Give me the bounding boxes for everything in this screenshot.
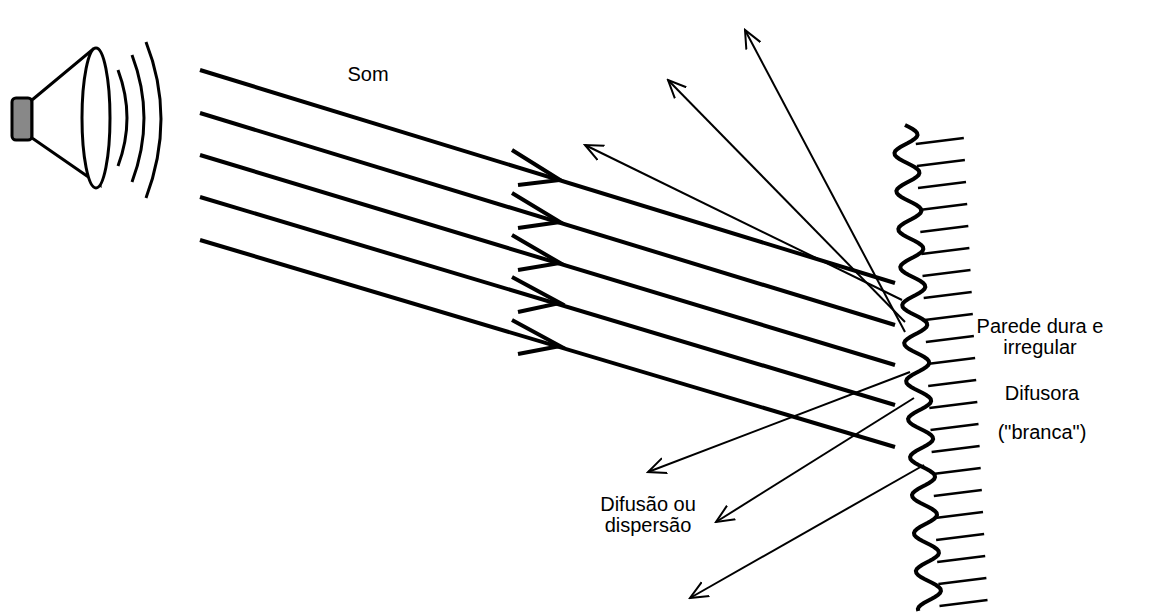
speaker-mouth [82,48,110,188]
hatch-line [921,248,969,254]
arrow-head [512,193,560,228]
hatch-line [928,380,976,386]
scattered-rays [585,30,924,598]
incident-rays [200,70,895,447]
hatch-line [937,556,985,562]
hatch-line [925,314,973,320]
arrow-head [512,320,560,354]
hatch-line [927,358,975,364]
hatch-line [934,490,982,496]
incident-ray [200,155,895,365]
arrow-head [512,235,560,270]
hatch-line [931,424,979,430]
hatch-line [938,578,986,584]
hatch-line [917,160,965,166]
sound-wave [146,42,161,198]
hatch-line [932,446,980,452]
arrow-head [512,277,560,312]
incident-ray [200,70,895,283]
white-label: ("branca") [977,422,1107,443]
hatch-line [929,402,977,408]
arrow-head [512,150,560,185]
incident-ray [200,197,895,405]
speaker-magnet [12,98,32,140]
scattered-ray [648,372,910,472]
scattered-ray [668,80,905,322]
scattered-ray [585,145,902,300]
hatch-line [918,182,966,188]
hatch-line [920,226,968,232]
diffusion-label: Difusão ou dispersão [591,494,706,536]
irregular-wall [895,125,941,611]
wall-label: Parede dura e irregular [975,316,1105,358]
scattered-ray [745,30,905,332]
diffuser-label: Difusora [977,383,1107,404]
hatch-line [916,138,964,144]
hatch-line [923,270,971,276]
scattered-ray [716,398,914,522]
hatch-line [936,534,984,540]
hatch-line [926,336,974,342]
hatch-line [935,512,983,518]
hatch-line [933,468,981,474]
loudspeaker-icon [12,42,161,198]
incident-ray [200,240,895,447]
hatch-line [940,600,988,606]
incident-ray [200,113,895,325]
scattered-ray [690,465,924,598]
sound-wave [118,70,127,166]
hatch-line [924,292,972,298]
wall-hatching [916,138,988,606]
hatch-line [919,204,967,210]
sound-wave [132,55,144,182]
sound-label: Som [328,64,408,85]
